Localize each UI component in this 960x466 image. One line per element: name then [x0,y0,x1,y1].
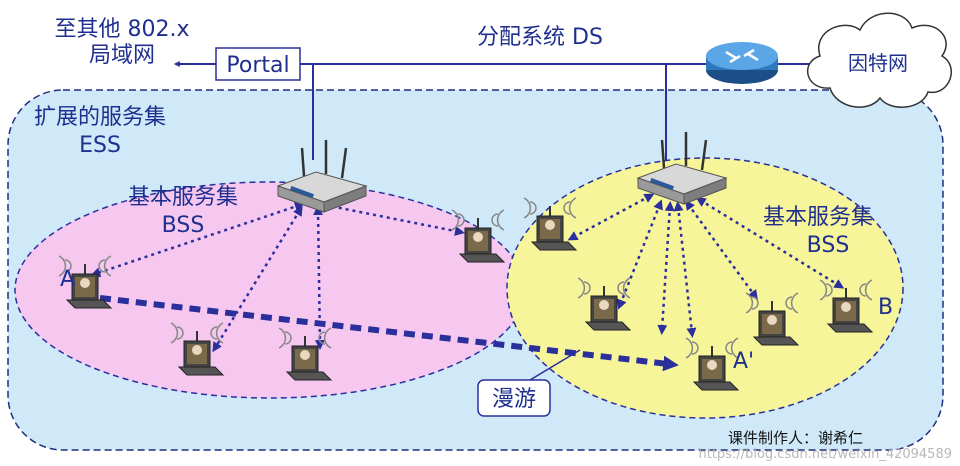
router-icon [706,42,778,84]
portal-box [215,47,301,81]
roaming-label: 漫游 [492,387,536,412]
station-b-label: B [878,295,893,320]
ess-label-1: 扩展的服务集 [34,105,166,130]
roaming-arrow [99,295,679,372]
ess-label-2: ESS [79,133,121,158]
bss-left-label-2: BSS [162,213,205,238]
roaming-callout-box [477,379,551,417]
ds-label: 分配系统 DS [477,25,603,50]
bss-right-links [567,193,845,338]
to-other-lan-label-1: 至其他 802.x [55,17,190,42]
station-a-label: A [60,267,75,292]
credit-text: 课件制作人：谢希仁 [728,429,863,447]
bss-right-label-2: BSS [807,233,850,258]
watermark-text: https://blog.csdn.net/weixin_42094589 [698,447,952,462]
internet-cloud-icon [806,12,953,108]
bss-right-label-1: 基本服务集 [763,205,873,230]
bss-left-label-1: 基本服务集 [128,185,238,210]
station-a-prime-label: A' [733,349,754,374]
to-other-lan-label-2: 局域网 [89,43,155,68]
portal-label: Portal [226,53,289,78]
internet-label: 因特网 [848,51,908,75]
